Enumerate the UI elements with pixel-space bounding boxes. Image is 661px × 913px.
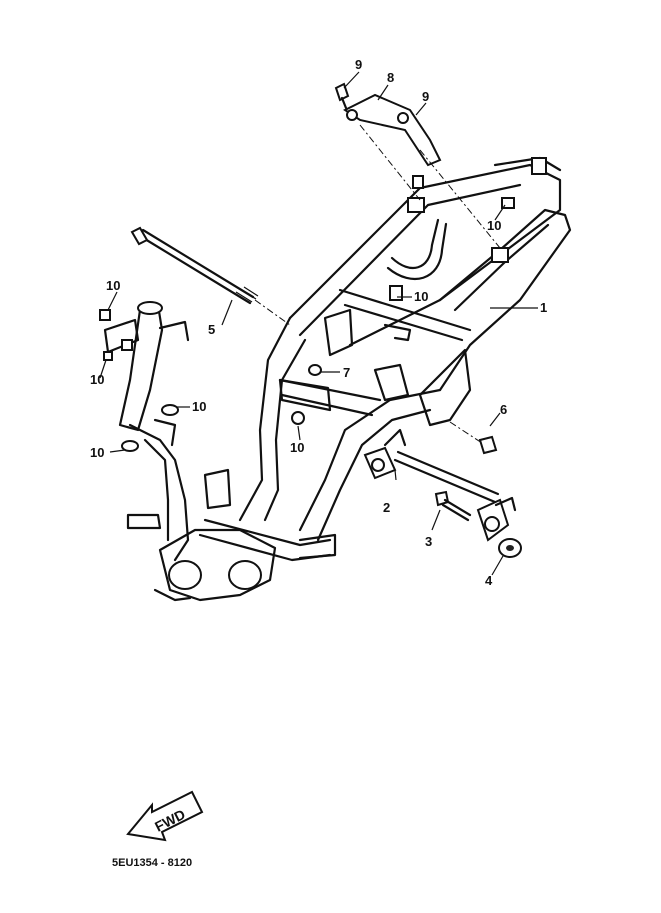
callout-10-center: 10	[290, 440, 304, 455]
engine-mount	[363, 421, 522, 558]
callout-6: 6	[500, 402, 507, 417]
callout-2: 2	[383, 500, 390, 515]
bracket-8	[334, 82, 501, 249]
callout-10-head-top: 10	[106, 278, 120, 293]
callouts: 1 2 3 4 5 6 7 8 9 9 10 10 10 10 10 10 10	[90, 57, 547, 588]
callout-3: 3	[425, 534, 432, 549]
callout-9-right: 9	[422, 89, 429, 104]
frame-body	[126, 156, 572, 602]
callout-10-head-left: 10	[90, 372, 104, 387]
fasteners	[103, 197, 515, 452]
forward-direction-arrow: FWD	[126, 790, 204, 842]
callout-7: 7	[343, 365, 350, 380]
callout-10-lower-left: 10	[90, 445, 104, 460]
callout-8: 8	[387, 70, 394, 85]
long-bolt-5	[130, 226, 291, 326]
callout-4: 4	[485, 573, 493, 588]
callout-10-mid: 10	[414, 289, 428, 304]
callout-10-rear: 10	[487, 218, 501, 233]
callout-9-left: 9	[355, 57, 362, 72]
callout-5: 5	[208, 322, 215, 337]
drawing-code: 5EU1354 - 8120	[112, 857, 192, 869]
callout-1: 1	[540, 300, 547, 315]
leader-lines	[99, 71, 538, 576]
steering-head	[99, 301, 190, 562]
callout-10-head-right: 10	[192, 399, 206, 414]
